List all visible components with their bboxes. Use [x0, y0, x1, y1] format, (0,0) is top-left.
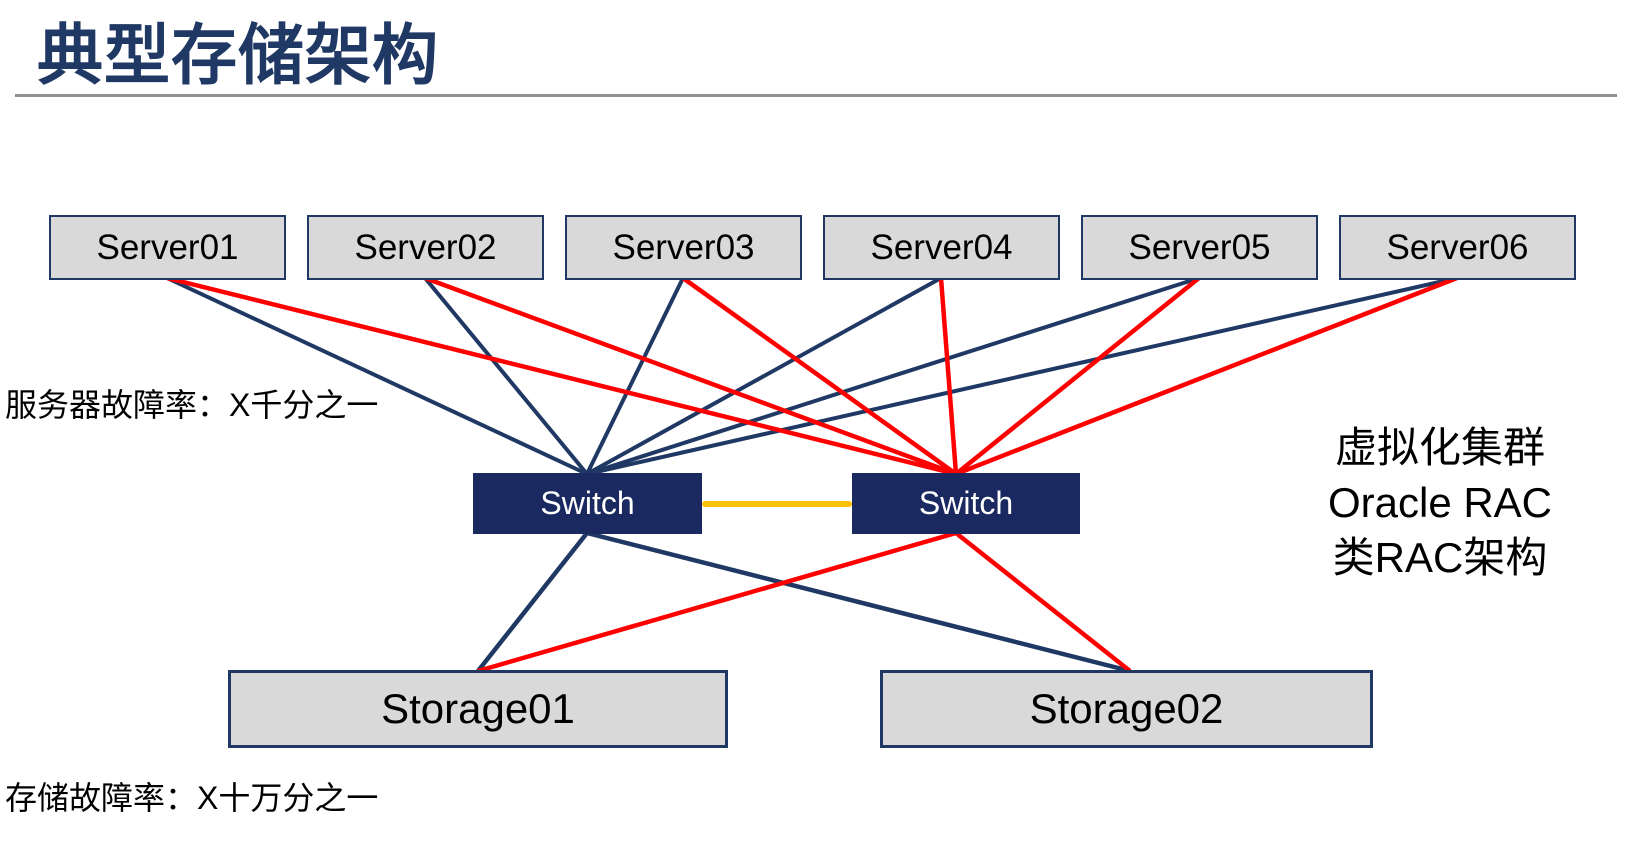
server03-label: Server03 — [612, 227, 755, 267]
link-server04-switch-b — [938, 277, 959, 475]
switch-a-node: Switch — [473, 473, 702, 534]
link-server02-switch-b — [424, 275, 957, 477]
server01-node: Server01 — [49, 215, 286, 280]
storage01-node: Storage01 — [228, 670, 728, 748]
link-server06-switch-a — [586, 276, 1458, 476]
link-server03-switch-b — [681, 276, 958, 476]
cluster-annotation: 虚拟化集群 Oracle RAC 类RAC架构 — [1300, 420, 1580, 585]
switch-a-label: Switch — [540, 485, 635, 521]
link-server06-switch-b — [955, 275, 1458, 477]
link-switch-a-storage01 — [476, 531, 589, 673]
page-title: 典型存储架构 — [37, 18, 439, 92]
storage02-label: Storage02 — [1029, 685, 1224, 732]
server-failure-rate-caption: 服务器故障率：X千分之一 — [5, 387, 379, 423]
storage-failure-rate-caption: 存储故障率：X十万分之一 — [5, 780, 379, 816]
link-server02-switch-a — [423, 276, 589, 476]
link-switch-b-storage01 — [477, 530, 957, 674]
link-server03-switch-a — [585, 277, 685, 475]
switch-b-label: Switch — [918, 485, 1014, 521]
server05-label: Server05 — [1128, 227, 1271, 267]
server03-node: Server03 — [565, 215, 802, 280]
server02-node: Server02 — [307, 215, 544, 280]
server04-label: Server04 — [870, 227, 1013, 267]
link-server05-switch-b — [954, 276, 1201, 476]
cluster-annotation-line2: Oracle RAC — [1327, 479, 1553, 526]
server06-node: Server06 — [1339, 215, 1576, 280]
link-server01-switch-a — [166, 276, 588, 476]
cluster-annotation-line1: 虚拟化集群 — [1334, 424, 1545, 471]
link-switch-a-storage02 — [586, 530, 1131, 674]
server02-label: Server02 — [354, 227, 497, 267]
link-switch-b-storage02 — [954, 531, 1132, 673]
link-server05-switch-a — [586, 276, 1200, 476]
cluster-annotation-line3: 类RAC架构 — [1332, 534, 1548, 581]
link-server01-switch-b — [166, 275, 957, 477]
server04-node: Server04 — [823, 215, 1060, 280]
link-server04-switch-a — [586, 276, 942, 476]
switch-b-node: Switch — [852, 473, 1080, 534]
title-divider — [15, 94, 1617, 97]
storage02-node: Storage02 — [880, 670, 1373, 748]
storage01-label: Storage01 — [381, 685, 575, 732]
server01-label: Server01 — [96, 227, 239, 267]
server05-node: Server05 — [1081, 215, 1318, 280]
server06-label: Server06 — [1386, 227, 1529, 267]
